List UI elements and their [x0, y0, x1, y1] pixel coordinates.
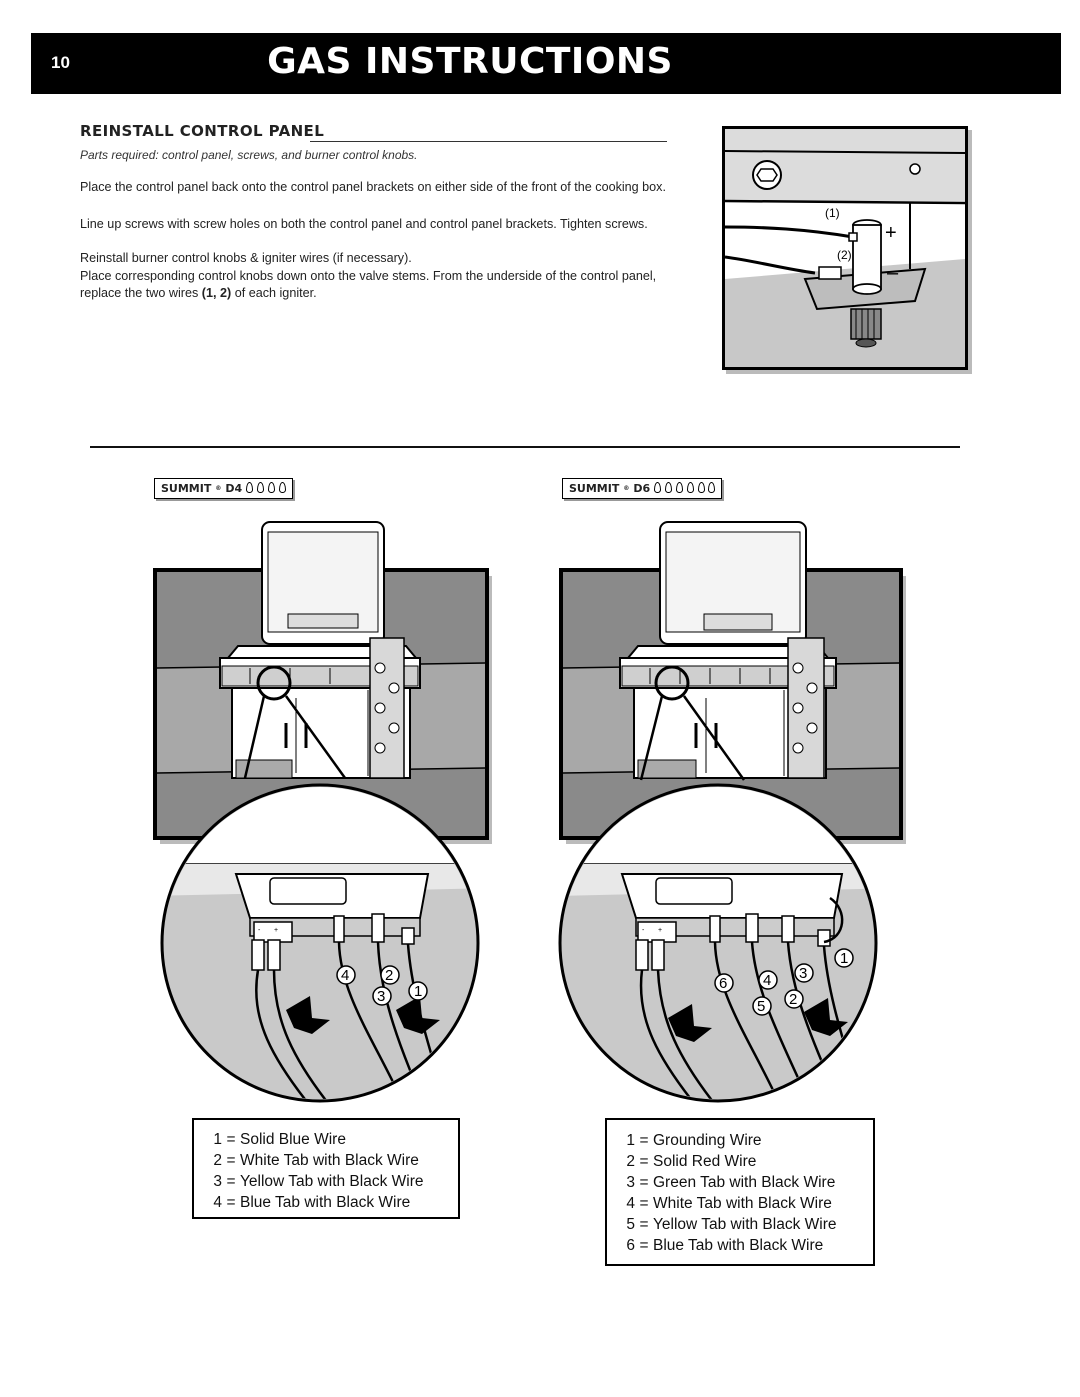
brand-name: SUMMIT — [161, 482, 212, 495]
legend-row: 3 = Green Tab with Black Wire — [619, 1172, 873, 1193]
wire-number: 6 — [719, 975, 727, 992]
legend-d6: 1 = Grounding Wire 2 = Solid Red Wire 3 … — [605, 1118, 875, 1266]
legend-equals: = — [226, 1172, 236, 1190]
legend-text: Grounding Wire — [653, 1131, 762, 1149]
wire-number: 4 — [763, 972, 771, 989]
legend-number: 3 — [213, 1172, 222, 1190]
legend-number: 2 — [626, 1152, 635, 1170]
legend-text: Blue Tab with Black Wire — [653, 1236, 824, 1254]
legend-row: 2 = White Tab with Black Wire — [206, 1150, 458, 1171]
instruction-paragraph-final: Place corresponding control knobs down o… — [80, 268, 672, 302]
legend-number: 4 — [213, 1193, 222, 1211]
wire-1-label: (1) — [825, 206, 840, 220]
instruction-paragraph: Place the control panel back onto the co… — [80, 180, 666, 194]
legend-equals: = — [639, 1173, 649, 1191]
flame-icon — [697, 481, 705, 493]
igniter-detail-illustration: (1) (2) + – — [722, 126, 968, 370]
brand-name: SUMMIT — [569, 482, 620, 495]
instruction-paragraph: Line up screws with screw holes on both … — [80, 217, 648, 231]
legend-number: 5 — [626, 1215, 635, 1233]
legend-row: 4 = Blue Tab with Black Wire — [206, 1192, 458, 1213]
d4-grill-wiring-illustration: - + 4 2 3 1 — [153, 521, 492, 1103]
flame-icon — [675, 481, 683, 493]
burner-flames — [654, 481, 716, 496]
wire-reference: (1, 2) — [201, 286, 232, 300]
igniter-detail-drawing: (1) (2) + – — [725, 129, 965, 367]
legend-equals: = — [226, 1193, 236, 1211]
legend-d4: 1 = Solid Blue Wire 2 = White Tab with B… — [192, 1118, 460, 1219]
legend-number: 4 — [626, 1194, 635, 1212]
registered-mark: ® — [215, 485, 222, 492]
legend-number: 1 — [213, 1130, 222, 1148]
legend-number: 3 — [626, 1173, 635, 1191]
legend-equals: = — [639, 1236, 649, 1254]
parts-required: Parts required: control panel, screws, a… — [80, 148, 418, 162]
flame-icon — [256, 481, 264, 493]
model-badge-d4: SUMMIT® D4 — [154, 478, 293, 499]
wire-number: 2 — [789, 991, 797, 1008]
legend-equals: = — [226, 1151, 236, 1169]
legend-number: 2 — [213, 1151, 222, 1169]
legend-equals: = — [639, 1215, 649, 1233]
flame-icon — [686, 481, 694, 493]
flame-icon — [246, 481, 254, 493]
legend-equals: = — [226, 1130, 236, 1148]
flame-icon — [664, 481, 672, 493]
wire-number: 1 — [840, 950, 848, 967]
page-title: GAS INSTRUCTIONS — [267, 41, 673, 82]
legend-row: 3 = Yellow Tab with Black Wire — [206, 1171, 458, 1192]
legend-row: 6 = Blue Tab with Black Wire — [619, 1235, 873, 1256]
model-name: D6 — [633, 482, 651, 495]
plus-symbol: + — [885, 222, 897, 244]
registered-mark: ® — [623, 485, 630, 492]
legend-number: 1 — [626, 1131, 635, 1149]
section-title: REINSTALL CONTROL PANEL — [80, 122, 325, 140]
flame-icon — [278, 481, 286, 493]
connector-minus: - — [258, 927, 261, 934]
legend-text: White Tab with Black Wire — [240, 1151, 419, 1169]
model-name: D4 — [225, 482, 243, 495]
instruction-paragraph-end: of each igniter. — [234, 286, 317, 300]
flame-icon — [708, 481, 716, 493]
legend-equals: = — [639, 1131, 649, 1149]
wire-number: 4 — [341, 967, 349, 984]
connector-minus: - — [642, 927, 645, 934]
wire-number: 3 — [799, 965, 807, 982]
d6-grill-wiring-illustration: - + 1 6 4 3 5 2 — [558, 521, 906, 1103]
legend-number: 6 — [626, 1236, 635, 1254]
legend-text: Yellow Tab with Black Wire — [653, 1215, 837, 1233]
legend-equals: = — [639, 1194, 649, 1212]
model-badge-d6: SUMMIT® D6 — [562, 478, 723, 499]
wire-number: 5 — [757, 998, 765, 1015]
section-title-rule — [310, 141, 667, 142]
legend-text: White Tab with Black Wire — [653, 1194, 832, 1212]
legend-text: Solid Red Wire — [653, 1152, 757, 1170]
connector-plus: + — [274, 927, 278, 934]
legend-text: Solid Blue Wire — [240, 1130, 346, 1148]
legend-row: 1 = Grounding Wire — [619, 1130, 873, 1151]
instruction-paragraph: Reinstall burner control knobs & igniter… — [80, 251, 412, 265]
legend-text: Blue Tab with Black Wire — [240, 1193, 411, 1211]
header-bar: 10 GAS INSTRUCTIONS — [31, 33, 1061, 94]
wire-number: 2 — [385, 967, 393, 984]
legend-text: Yellow Tab with Black Wire — [240, 1172, 424, 1190]
legend-row: 2 = Solid Red Wire — [619, 1151, 873, 1172]
flame-icon — [654, 481, 662, 493]
legend-row: 5 = Yellow Tab with Black Wire — [619, 1214, 873, 1235]
instruction-paragraph-text: Place corresponding control knobs down o… — [80, 269, 657, 300]
connector-plus: + — [658, 927, 662, 934]
legend-row: 4 = White Tab with Black Wire — [619, 1193, 873, 1214]
legend-text: Green Tab with Black Wire — [653, 1173, 836, 1191]
wire-2-label: (2) — [837, 248, 852, 262]
flame-icon — [267, 481, 275, 493]
section-divider — [90, 446, 960, 448]
page-number: 10 — [51, 53, 70, 72]
wire-number: 1 — [414, 983, 422, 1000]
burner-flames — [246, 481, 286, 496]
wire-number: 3 — [377, 988, 385, 1005]
minus-symbol: – — [887, 262, 899, 284]
legend-row: 1 = Solid Blue Wire — [206, 1129, 458, 1150]
legend-equals: = — [639, 1152, 649, 1170]
